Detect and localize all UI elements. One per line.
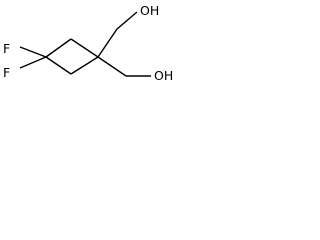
bond-ch2-oh-top: [116, 11, 138, 30]
structure-diagram: F F OH OH: [3, 3, 173, 83]
ring-bond-bottom-left: [45, 56, 72, 75]
ring-bond-bottom-right: [70, 56, 99, 75]
bond-c-ch2-top: [97, 28, 118, 58]
fluorine-label-top: F: [3, 41, 10, 56]
bond-c-f-top: [19, 46, 47, 58]
fluorine-label-bottom: F: [3, 65, 10, 80]
bond-c-ch2-bottom: [97, 56, 127, 77]
ring-bond-top-left: [45, 38, 72, 58]
hydroxyl-label-bottom: OH: [154, 68, 173, 83]
ring-bond-top-right: [70, 38, 99, 58]
hydroxyl-label-top: OH: [140, 3, 159, 18]
bond-c-f-bottom: [19, 56, 47, 69]
